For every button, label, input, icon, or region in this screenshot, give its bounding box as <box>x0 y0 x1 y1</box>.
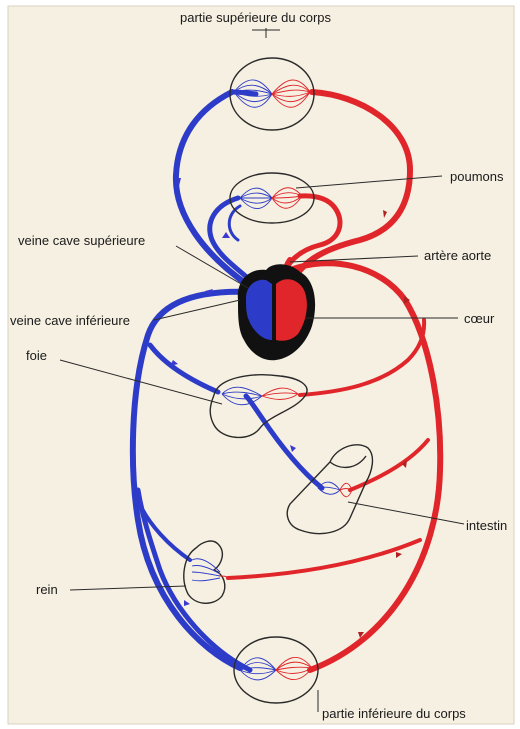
label-superior-vena-cava: veine cave supérieure <box>18 233 145 248</box>
label-aorta: artère aorte <box>424 248 491 263</box>
label-upper-body: partie supérieure du corps <box>180 10 332 25</box>
label-heart: cœur <box>464 311 495 326</box>
label-intestine: intestin <box>466 518 507 533</box>
paper-background <box>8 6 514 724</box>
label-inferior-vena-cava: veine cave inférieure <box>10 313 130 328</box>
label-kidney: rein <box>36 582 58 597</box>
label-lower-body: partie inférieure du corps <box>322 706 466 721</box>
label-liver: foie <box>26 348 47 363</box>
label-lungs: poumons <box>450 169 504 184</box>
